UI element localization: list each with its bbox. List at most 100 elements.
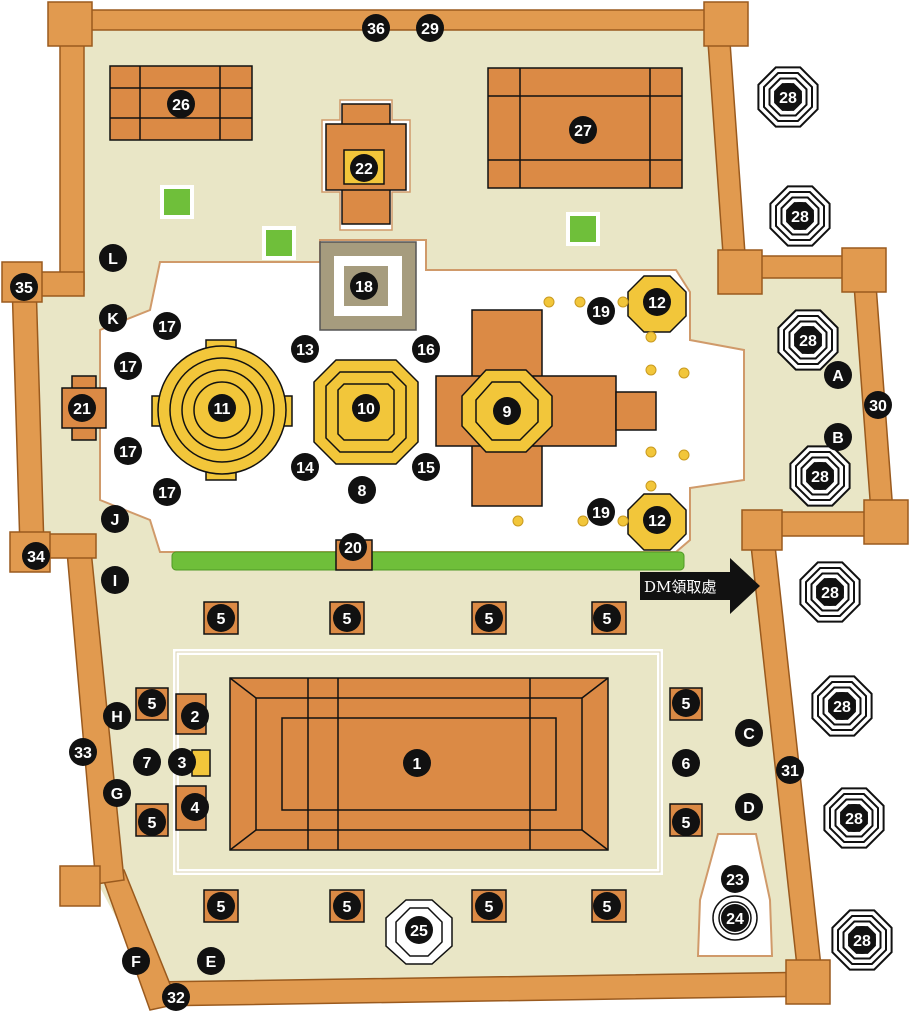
site-marker-23[interactable]: 23	[721, 865, 749, 893]
gate-marker-G[interactable]: G	[103, 779, 131, 807]
marker-label: 5	[682, 696, 691, 713]
site-marker-28[interactable]: 28	[816, 578, 844, 606]
site-marker-18[interactable]: 18	[350, 272, 378, 300]
gate-marker-K[interactable]: K	[99, 304, 127, 332]
site-marker-36[interactable]: 36	[362, 14, 390, 42]
gate-marker-I[interactable]: I	[101, 566, 129, 594]
gate-marker-C[interactable]: C	[735, 719, 763, 747]
site-marker-30[interactable]: 30	[864, 391, 892, 419]
site-marker-28[interactable]: 28	[774, 83, 802, 111]
site-marker-16[interactable]: 16	[412, 335, 440, 363]
gate-marker-E[interactable]: E	[197, 947, 225, 975]
site-marker-4[interactable]: 4	[181, 793, 209, 821]
site-marker-5[interactable]: 5	[333, 892, 361, 920]
site-marker-28[interactable]: 28	[828, 692, 856, 720]
site-marker-26[interactable]: 26	[167, 90, 195, 118]
marker-label: 5	[148, 696, 157, 713]
marker-label: I	[113, 573, 117, 590]
site-marker-8[interactable]: 8	[348, 476, 376, 504]
marker-label: 19	[592, 505, 610, 522]
site-marker-17[interactable]: 17	[114, 437, 142, 465]
site-marker-19[interactable]: 19	[587, 498, 615, 526]
site-marker-13[interactable]: 13	[291, 335, 319, 363]
marker-label: 3	[178, 755, 187, 772]
marker-label: 28	[845, 811, 863, 828]
site-marker-5[interactable]: 5	[207, 604, 235, 632]
marker-label: 12	[648, 295, 666, 312]
site-marker-32[interactable]: 32	[162, 983, 190, 1011]
gate-marker-F[interactable]: F	[122, 947, 150, 975]
site-marker-34[interactable]: 34	[22, 542, 50, 570]
marker-label: 18	[355, 279, 373, 296]
marker-label: 2	[191, 709, 200, 726]
site-marker-25[interactable]: 25	[405, 916, 433, 944]
site-marker-1[interactable]: 1	[403, 749, 431, 777]
site-marker-28[interactable]: 28	[840, 804, 868, 832]
marker-label: J	[111, 512, 120, 529]
site-marker-27[interactable]: 27	[569, 116, 597, 144]
site-marker-5[interactable]: 5	[593, 604, 621, 632]
marker-label: B	[832, 430, 844, 447]
site-marker-12[interactable]: 12	[643, 288, 671, 316]
marker-label: 22	[355, 161, 373, 178]
marker-label: 28	[853, 933, 871, 950]
site-marker-5[interactable]: 5	[475, 604, 503, 632]
marker-label: 5	[485, 899, 494, 916]
gate-marker-J[interactable]: J	[101, 505, 129, 533]
site-marker-28[interactable]: 28	[794, 326, 822, 354]
site-marker-12[interactable]: 12	[643, 506, 671, 534]
gate-marker-H[interactable]: H	[103, 702, 131, 730]
site-marker-5[interactable]: 5	[333, 604, 361, 632]
site-marker-28[interactable]: 28	[786, 202, 814, 230]
site-marker-5[interactable]: 5	[207, 892, 235, 920]
marker-label: 5	[603, 899, 612, 916]
marker-label: 14	[296, 460, 314, 477]
site-marker-5[interactable]: 5	[672, 689, 700, 717]
gate-marker-D[interactable]: D	[735, 793, 763, 821]
marker-label: 15	[417, 460, 435, 477]
site-marker-29[interactable]: 29	[416, 14, 444, 42]
site-marker-24[interactable]: 24	[721, 904, 749, 932]
site-marker-15[interactable]: 15	[412, 453, 440, 481]
lawn-patches	[160, 185, 600, 260]
marker-label: 8	[358, 483, 367, 500]
site-marker-7[interactable]: 7	[133, 748, 161, 776]
marker-label: 24	[726, 911, 744, 928]
marker-label: 20	[344, 540, 362, 557]
site-marker-10[interactable]: 10	[352, 394, 380, 422]
site-marker-22[interactable]: 22	[350, 154, 378, 182]
marker-label: 28	[821, 585, 839, 602]
gate-marker-A[interactable]: A	[824, 361, 852, 389]
site-marker-14[interactable]: 14	[291, 453, 319, 481]
gate-marker-B[interactable]: B	[824, 423, 852, 451]
site-marker-5[interactable]: 5	[138, 808, 166, 836]
site-marker-2[interactable]: 2	[181, 702, 209, 730]
site-marker-33[interactable]: 33	[69, 738, 97, 766]
site-marker-5[interactable]: 5	[593, 892, 621, 920]
site-marker-20[interactable]: 20	[339, 533, 367, 561]
marker-label: A	[832, 368, 844, 385]
site-marker-5[interactable]: 5	[475, 892, 503, 920]
site-marker-17[interactable]: 17	[114, 352, 142, 380]
site-marker-17[interactable]: 17	[153, 312, 181, 340]
site-marker-11[interactable]: 11	[208, 394, 236, 422]
site-marker-21[interactable]: 21	[68, 394, 96, 422]
marker-label: 31	[781, 763, 799, 780]
marker-label: 5	[217, 899, 226, 916]
site-marker-3[interactable]: 3	[168, 748, 196, 776]
marker-label: 5	[148, 815, 157, 832]
site-marker-5[interactable]: 5	[138, 689, 166, 717]
gate-marker-L[interactable]: L	[99, 244, 127, 272]
site-marker-6[interactable]: 6	[672, 749, 700, 777]
site-marker-31[interactable]: 31	[776, 756, 804, 784]
site-marker-17[interactable]: 17	[153, 478, 181, 506]
site-marker-35[interactable]: 35	[10, 273, 38, 301]
site-marker-19[interactable]: 19	[587, 297, 615, 325]
site-marker-5[interactable]: 5	[672, 808, 700, 836]
marker-label: 28	[833, 699, 851, 716]
marker-label: 32	[167, 990, 185, 1007]
site-marker-9[interactable]: 9	[493, 397, 521, 425]
site-marker-28[interactable]: 28	[848, 926, 876, 954]
marker-label: 6	[682, 756, 691, 773]
site-marker-28[interactable]: 28	[806, 462, 834, 490]
